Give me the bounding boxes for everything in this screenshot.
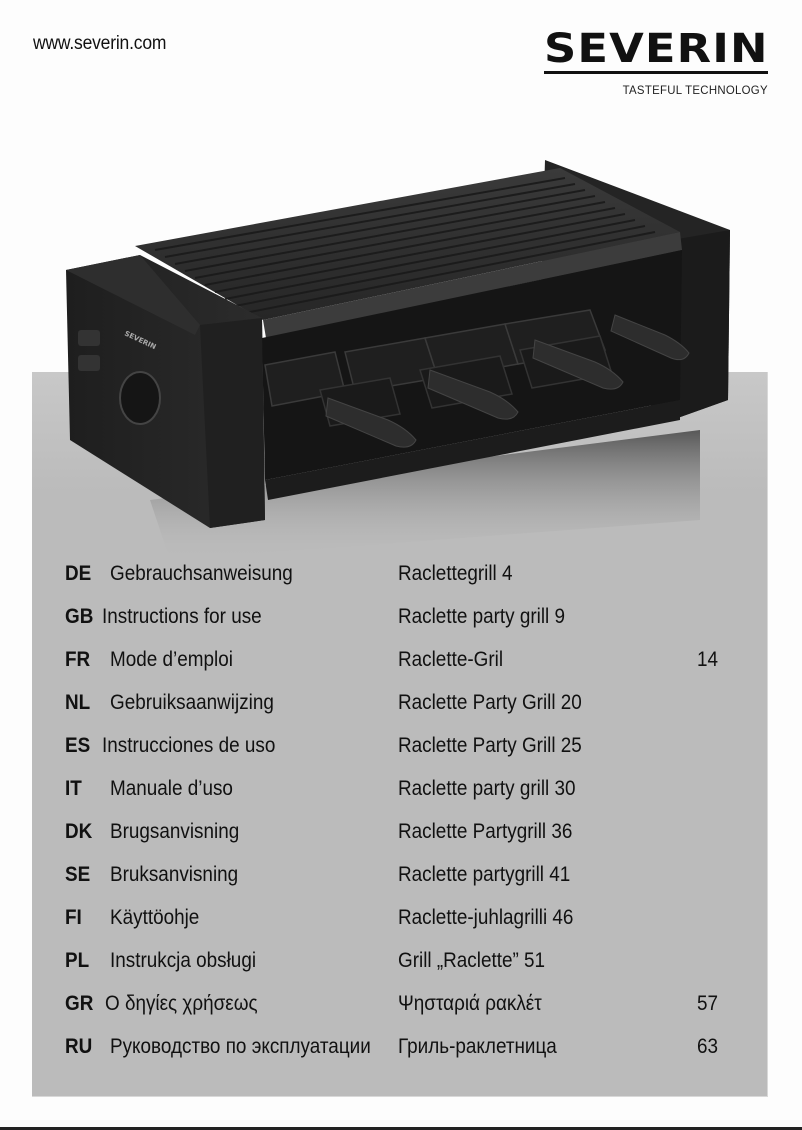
product-name: Raclette party grill 30 (398, 777, 576, 800)
website-url[interactable]: www.severin.com (33, 33, 167, 54)
language-code: FR (65, 648, 91, 671)
manual-title: Instrucciones de uso (102, 734, 276, 757)
page-number: 63 (697, 1035, 719, 1058)
language-code: FI (65, 906, 82, 929)
logo-underline (544, 71, 768, 74)
manual-title: Gebruiksaanwijzing (110, 691, 274, 714)
toc-row-gr[interactable]: GR Ο δηγίες χρήσεως Ψησταριά ρακλέτ 57 (65, 991, 765, 1017)
manual-title: Ο δηγίες χρήσεως (105, 992, 258, 1015)
manual-title: Mode d’emploi (110, 648, 233, 671)
toc-row-nl[interactable]: NL Gebruiksaanwijzing Raclette Party Gri… (65, 690, 765, 716)
product-name: Raclettegrill 4 (398, 562, 513, 585)
product-name: Raclette partygrill 41 (398, 863, 571, 886)
language-code: GR (65, 992, 94, 1015)
language-code: DK (65, 820, 93, 843)
product-name: Гриль-раклетница (398, 1035, 557, 1058)
brand-tagline: TASTEFUL TECHNOLOGY (622, 83, 768, 97)
toc-row-it[interactable]: IT Manuale d’uso Raclette party grill 30 (65, 776, 765, 802)
manual-title: Käyttöohje (110, 906, 200, 929)
language-code: SE (65, 863, 91, 886)
manual-title: Instrukcja obsługi (110, 949, 257, 972)
toc-row-gb[interactable]: GB Instructions for use Raclette party g… (65, 604, 765, 630)
manual-title: Manuale d’uso (110, 777, 233, 800)
page-bottom-rule (0, 1127, 802, 1130)
product-name: Raclette Partygrill 36 (398, 820, 573, 843)
brand-logo: SEVERIN TASTEFUL TECHNOLOGY (544, 29, 768, 97)
language-code: PL (65, 949, 90, 972)
toc-row-es[interactable]: ES Instrucciones de uso Raclette Party G… (65, 733, 765, 759)
toc-row-dk[interactable]: DK Brugsanvisning Raclette Partygrill 36 (65, 819, 765, 845)
product-name: Raclette-Gril (398, 648, 504, 671)
manual-title: Руководство по эксплуатации (110, 1035, 371, 1058)
toc-row-fi[interactable]: FI Käyttöohje Raclette-juhlagrilli 46 (65, 905, 765, 931)
product-name: Raclette-juhlagrilli 46 (398, 906, 574, 929)
product-name: Raclette party grill 9 (398, 605, 566, 628)
product-name: Ψησταριά ρακλέτ (398, 992, 542, 1015)
language-code: GB (65, 605, 94, 628)
language-code: DE (65, 562, 92, 585)
product-name: Raclette Party Grill 25 (398, 734, 582, 757)
brand-wordmark: SEVERIN (544, 26, 769, 72)
manual-title: Bruksanvisning (110, 863, 239, 886)
language-code: IT (65, 777, 82, 800)
product-name: Raclette Party Grill 20 (398, 691, 582, 714)
language-code: NL (65, 691, 91, 714)
page-number: 14 (697, 648, 719, 671)
product-name: Grill „Raclette” 51 (398, 949, 546, 972)
language-code: ES (65, 734, 91, 757)
manual-title: Gebrauchsanweisung (110, 562, 293, 585)
language-code: RU (65, 1035, 93, 1058)
manual-title: Instructions for use (102, 605, 262, 628)
manual-title: Brugsanvisning (110, 820, 240, 843)
toc-row-se[interactable]: SE Bruksanvisning Raclette partygrill 41 (65, 862, 765, 888)
toc-row-pl[interactable]: PL Instrukcja obsługi Grill „Raclette” 5… (65, 948, 765, 974)
page-number: 57 (697, 992, 719, 1015)
toc-row-de[interactable]: DE Gebrauchsanweisung Raclettegrill 4 (65, 561, 765, 587)
toc-row-ru[interactable]: RU Руководство по эксплуатации Гриль-рак… (65, 1034, 765, 1060)
raclette-grill-image: SEVERIN (66, 160, 730, 560)
toc-row-fr[interactable]: FR Mode d’emploi Raclette-Gril 14 (65, 647, 765, 673)
